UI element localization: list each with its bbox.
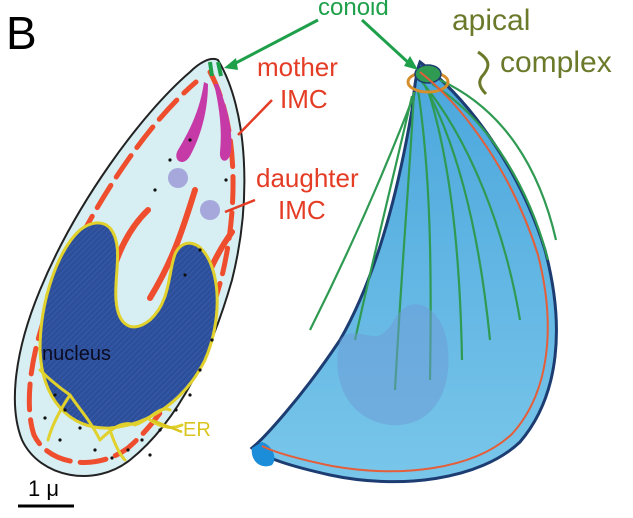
left-cell [15, 59, 272, 476]
er-label: ER [183, 420, 211, 440]
conoid-arrowhead-right [404, 56, 418, 70]
daughter-imc-label-line2: IMC [278, 197, 326, 223]
mother-imc-label-line1: mother [257, 54, 338, 80]
scale-label: 1 μ [28, 478, 59, 500]
complex-label: complex [500, 48, 612, 78]
conoid-pointer-right [362, 20, 412, 66]
conoid-structure [415, 65, 441, 83]
daughter-conoid-1 [168, 168, 188, 188]
mother-imc-label-line2: IMC [280, 86, 328, 112]
conoid-arrowhead-left [224, 58, 238, 70]
mother-imc-pointer [238, 100, 272, 135]
nucleus-label: nucleus [42, 344, 111, 364]
right-cell [252, 62, 557, 482]
mother-conoid [210, 62, 212, 76]
apical-complex-bracket [478, 52, 488, 94]
daughter-conoid-2 [200, 200, 220, 220]
daughter-imc-label-line1: daughter [256, 165, 359, 191]
panel-letter: B [6, 10, 37, 56]
conoid-label: conoid [318, 0, 389, 20]
apical-label: apical [452, 6, 530, 36]
